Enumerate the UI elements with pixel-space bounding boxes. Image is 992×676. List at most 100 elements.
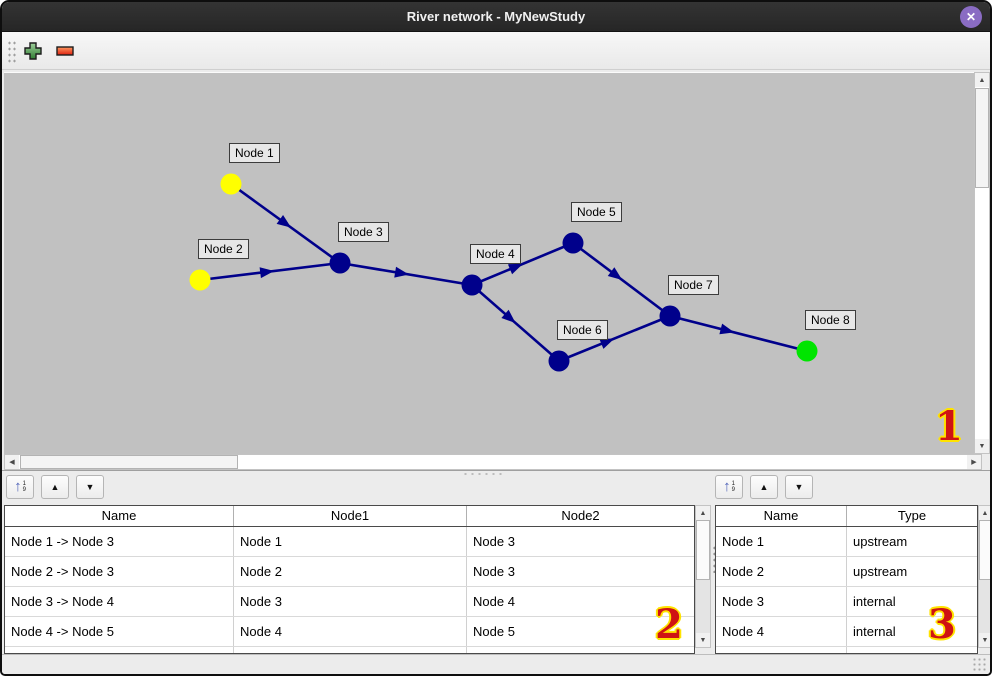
close-button[interactable]: ✕ [960,6,982,28]
node-node-7[interactable] [659,305,681,327]
edge-node-6-to-node-7[interactable] [558,314,671,363]
horizontal-splitter[interactable] [2,470,990,476]
canvas-hscroll-track[interactable] [19,455,967,469]
move-down-button[interactable]: ▼ [76,475,104,499]
cell[interactable]: Node 1 [716,527,847,556]
nodes-table-header: Name Type [716,506,977,527]
scroll-up-button[interactable]: ▲ [979,506,990,520]
edge-node-7-to-node-8[interactable] [669,314,808,353]
cell[interactable]: Node 3 [234,587,467,616]
cell[interactable]: Node 4 -> Node 5 [5,617,234,646]
scroll-up-button[interactable]: ▲ [696,506,710,520]
cell[interactable]: Node 1 [234,527,467,556]
column-header-name[interactable]: Name [5,506,234,526]
cell[interactable]: Node 3 [473,534,515,549]
node-label-node-3[interactable]: Node 3 [338,222,389,242]
column-header-name[interactable]: Name [716,506,847,526]
cell[interactable]: Node 1 -> Node 3 [5,527,234,556]
scroll-down-button[interactable]: ▼ [975,439,989,453]
cell[interactable]: Node 2 [716,557,847,586]
column-header-type[interactable]: Type [897,508,927,523]
scroll-up-button[interactable]: ▲ [975,73,989,87]
edge-arrow-icon [719,323,735,335]
node-node-3[interactable] [329,252,351,274]
cell[interactable]: Node 3 -> Node 4 [5,587,234,616]
edge-arrow-icon [276,214,292,228]
cell[interactable]: Node 4 [473,594,515,609]
canvas-hscroll-thumb[interactable] [20,455,238,469]
cell[interactable]: Node 4 [716,617,847,646]
table-row[interactable]: Node 4 internal [716,617,977,647]
canvas-vertical-scrollbar[interactable]: ▲ ▼ [974,72,990,454]
edge-arrow-icon [259,267,275,279]
node-label-node-4[interactable]: Node 4 [470,244,521,264]
nodes-table-scrollbar[interactable]: ▲ ▼ [978,505,990,648]
move-up-button[interactable]: ▲ [750,475,778,499]
node-node-8[interactable] [796,340,818,362]
remove-node-button[interactable] [52,38,78,64]
add-node-button[interactable] [20,38,46,64]
reaches-scroll-thumb[interactable] [696,520,710,580]
table-row[interactable]: Node 2 upstream [716,557,977,587]
node-label-node-2[interactable]: Node 2 [198,239,249,259]
node-label-node-1[interactable]: Node 1 [229,143,280,163]
column-header-node1[interactable]: Node1 [234,506,467,526]
edge-arrow-icon [501,309,516,324]
cell[interactable]: Node 3 [716,587,847,616]
move-up-button[interactable]: ▲ [41,475,69,499]
annotation-marker-2: 2 [655,601,683,648]
node-node-2[interactable] [189,269,211,291]
node-node-1[interactable] [220,173,242,195]
cell[interactable]: Node 5 [473,624,515,639]
cell[interactable]: Node 3 [473,564,515,579]
node-label-node-5[interactable]: Node 5 [571,202,622,222]
cell[interactable]: Node 2 [234,557,467,586]
cell[interactable]: upstream [853,534,908,549]
nodes-scroll-track[interactable] [979,520,990,633]
cell[interactable]: Node 4 [234,617,467,646]
canvas-horizontal-scrollbar[interactable]: ◀ ▶ [4,454,982,470]
node-label-node-8[interactable]: Node 8 [805,310,856,330]
toolbar-drag-handle[interactable] [7,40,16,64]
node-label-node-6[interactable]: Node 6 [557,320,608,340]
edge-arrow-icon [599,338,615,349]
cell [5,647,234,653]
panel-splitter-grip-icon[interactable] [712,545,717,573]
titlebar[interactable]: River network - MyNewStudy ✕ [2,2,990,32]
reaches-table-scrollbar[interactable]: ▲ ▼ [695,505,711,648]
node-node-5[interactable] [562,232,584,254]
node-node-4[interactable] [461,274,483,296]
node-label-node-7[interactable]: Node 7 [668,275,719,295]
table-row[interactable]: Node 3 internal [716,587,977,617]
scroll-down-button[interactable]: ▼ [696,633,710,647]
sort-ascending-icon: ↑ [723,478,731,495]
canvas-vscroll-thumb[interactable] [975,88,989,188]
column-header-node2[interactable]: Node2 [561,508,600,523]
cell[interactable]: internal [853,624,896,639]
node-node-6[interactable] [548,350,570,372]
down-arrow-icon: ▼ [85,482,95,492]
resize-grip-icon[interactable] [972,657,987,672]
move-down-button[interactable]: ▼ [785,475,813,499]
scroll-right-button[interactable]: ▶ [967,455,981,469]
cell[interactable]: upstream [853,564,908,579]
canvas-vscroll-track[interactable] [975,87,989,439]
cell[interactable]: internal [853,594,896,609]
scroll-down-button[interactable]: ▼ [979,633,990,647]
reaches-scroll-track[interactable] [696,520,710,633]
cell[interactable]: Node 2 -> Node 3 [5,557,234,586]
scroll-left-button[interactable]: ◀ [5,455,19,469]
nodes-scroll-thumb[interactable] [979,520,990,580]
table-row[interactable]: Node 1 upstream [716,527,977,557]
